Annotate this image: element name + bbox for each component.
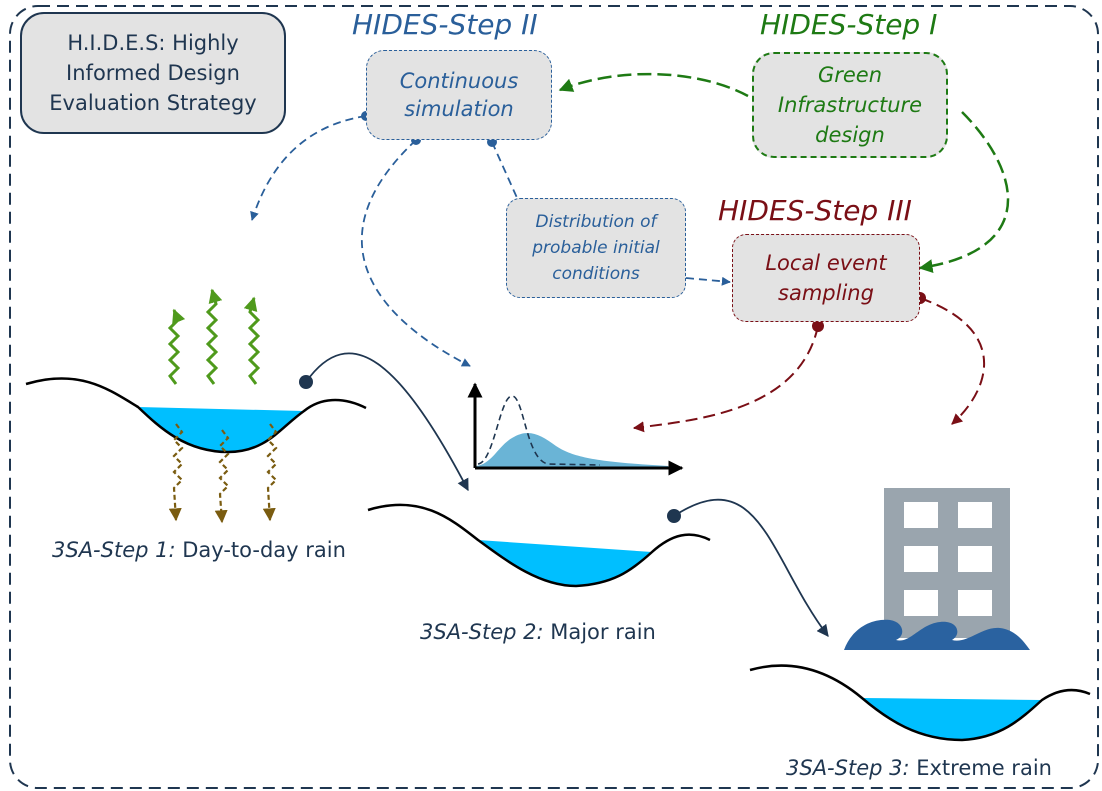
- title-line: H.I.D.E.S: Highly: [67, 31, 239, 55]
- arrow-step1-to-step2: [558, 72, 749, 98]
- flow-arrows: [250, 72, 1010, 637]
- arrow-step2-to-distribution: [491, 141, 519, 201]
- terrain-line-1: [25, 377, 367, 454]
- terrain-line-3: [749, 664, 1091, 742]
- sa-step2-label: 3SA-Step 2: Major rain: [420, 620, 656, 644]
- infiltration-arrow-icon: [214, 429, 230, 524]
- probability-distribution-icon: [467, 382, 684, 476]
- step2-box-line: simulation: [404, 97, 514, 121]
- step1-box-line: design: [815, 123, 885, 147]
- sa-step-prefix: 3SA-Step 1:: [52, 538, 176, 562]
- water-pond-1: [138, 407, 304, 452]
- step3-box-line: Local event: [765, 251, 887, 275]
- hides-title-box: H.I.D.E.S: Highly Informed Design Evalua…: [20, 12, 286, 134]
- evaporation-arrow-icon: [243, 296, 261, 385]
- evaporation-arrow-icon: [167, 308, 186, 385]
- sa-step-text: Extreme rain: [909, 756, 1052, 780]
- arrow-step2-to-day-rain: [250, 115, 367, 221]
- infiltration-arrow-icon: [262, 423, 278, 522]
- sa-step-text: Day-to-day rain: [175, 538, 346, 562]
- flood-wave-icon: [844, 619, 1030, 650]
- sa-step3-label: 3SA-Step 3: Extreme rain: [786, 756, 1052, 780]
- sa-step-text: Major rain: [543, 620, 656, 644]
- infiltration-arrows: [168, 423, 278, 524]
- arrow-distribution-to-step3: [685, 276, 731, 286]
- distribution-line: conditions: [552, 264, 640, 284]
- arrow-step3-to-building: [919, 297, 986, 425]
- sa-step-prefix: 3SA-Step 2:: [420, 620, 544, 644]
- step2-box-line: Continuous: [399, 69, 519, 93]
- water-pond-2: [478, 540, 652, 586]
- terrain-line-2: [367, 503, 711, 588]
- green-infrastructure-box: Green Infrastructure design: [752, 52, 948, 158]
- continuous-simulation-box: Continuous simulation: [366, 50, 552, 140]
- distribution-line: Distribution of: [535, 212, 657, 232]
- step1-box-line: Infrastructure: [777, 93, 923, 117]
- distribution-initial-conditions-box: Distribution of probable initial conditi…: [506, 198, 686, 298]
- outer-frame: [9, 5, 1099, 789]
- link-step2-to-step3: [673, 498, 829, 637]
- hides-step1-heading: HIDES-Step I: [760, 8, 938, 41]
- arrow-step1-to-step3: [918, 111, 1010, 274]
- title-line: Informed Design: [66, 61, 240, 85]
- sa-step-prefix: 3SA-Step 3:: [786, 756, 910, 780]
- hides-step2-heading: HIDES-Step II: [352, 8, 538, 41]
- distribution-line: probable initial: [532, 238, 660, 258]
- building-icon: [884, 488, 1010, 638]
- hides-step3-heading: HIDES-Step III: [718, 194, 912, 227]
- step3-box-line: sampling: [778, 281, 874, 305]
- landscape-major-rain: [367, 503, 711, 588]
- water-pond-3: [862, 698, 1042, 740]
- landscape-day-rain: [25, 288, 367, 524]
- arrow-step3-to-pdf: [632, 325, 819, 433]
- landscape-extreme-rain: [749, 664, 1091, 742]
- link-step1-to-step2: [305, 352, 469, 492]
- sa-step1-label: 3SA-Step 1: Day-to-day rain: [52, 538, 346, 562]
- pdf-dashed-curve: [477, 395, 601, 466]
- title-line: Evaluation Strategy: [49, 91, 257, 115]
- arrow-step2-to-pdf: [361, 139, 471, 367]
- step1-box-line: Green: [817, 63, 883, 87]
- infiltration-arrow-icon: [168, 423, 184, 522]
- evaporation-arrows: [167, 288, 261, 385]
- evaporation-arrow-icon: [205, 288, 223, 385]
- local-event-sampling-box: Local event sampling: [732, 234, 920, 322]
- pdf-filled-area: [476, 432, 668, 467]
